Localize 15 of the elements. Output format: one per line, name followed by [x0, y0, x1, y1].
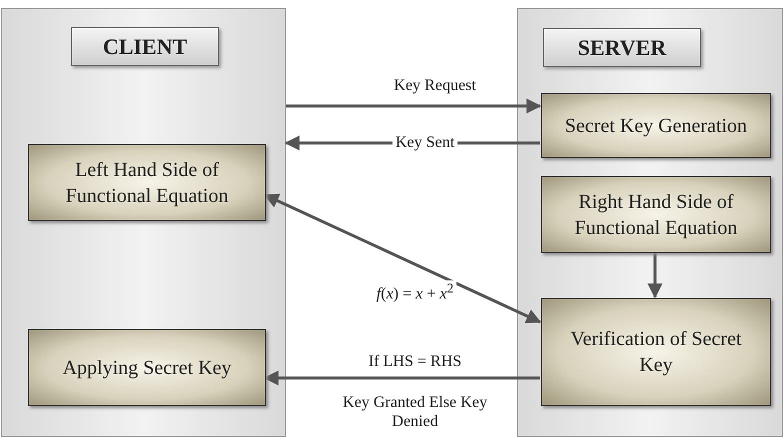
side-panel [1, 8, 286, 437]
panel-title: SERVER [543, 28, 701, 67]
arrow [286, 98, 542, 114]
process-box: Applying Secret Key [28, 329, 266, 406]
arrow [264, 194, 542, 324]
process-box: Left Hand Side of Functional Equation [28, 144, 266, 221]
panel-title: CLIENT [71, 27, 219, 66]
edge-label: Key Sent [392, 134, 458, 152]
process-box: Right Hand Side of Functional Equation [541, 176, 771, 253]
arrow [648, 252, 662, 298]
note-text: Key Granted Else Key Denied [342, 393, 488, 431]
process-box: Secret Key Generation [541, 93, 771, 158]
side-panel [517, 8, 783, 437]
process-box: Verification of Secret Key [541, 298, 771, 406]
arrow [264, 370, 540, 386]
